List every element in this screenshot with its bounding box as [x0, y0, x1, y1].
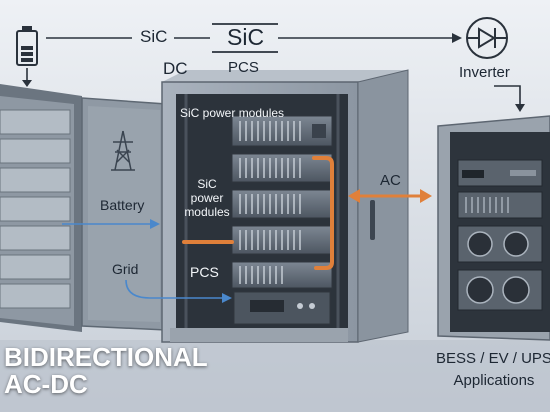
grid-label: Grid [112, 261, 138, 277]
inverter-label: Inverter [459, 64, 510, 81]
power-module-1 [232, 116, 332, 146]
applications-line-1: BESS / EV / UPS [436, 348, 550, 370]
applications-line-2: Applications [436, 370, 550, 392]
power-module-3 [232, 190, 332, 218]
sic-center-label: SiC [227, 24, 264, 51]
module2-label: SiC power modules [180, 178, 234, 219]
pcs-top-label: PCS [228, 59, 259, 76]
inverter-rack [438, 116, 550, 340]
pcs-unit [234, 292, 330, 324]
dc-label: DC [163, 59, 188, 79]
left-battery-rack [0, 84, 82, 332]
module1-label: SiC power modules [180, 107, 234, 121]
title-line-2: AC-DC [4, 371, 208, 398]
battery-label: Battery [100, 197, 144, 213]
power-module-4 [232, 226, 332, 254]
title-line-1: BIDIRECTIONAL [4, 344, 208, 371]
applications-caption: BESS / EV / UPS Applications [436, 348, 550, 392]
ac-label: AC [380, 172, 401, 189]
sic-left-label: SiC [140, 27, 167, 47]
power-module-5 [232, 262, 332, 288]
pcs-cabinet-label: PCS [190, 264, 219, 280]
diagram-title: BIDIRECTIONAL AC-DC [4, 344, 208, 399]
